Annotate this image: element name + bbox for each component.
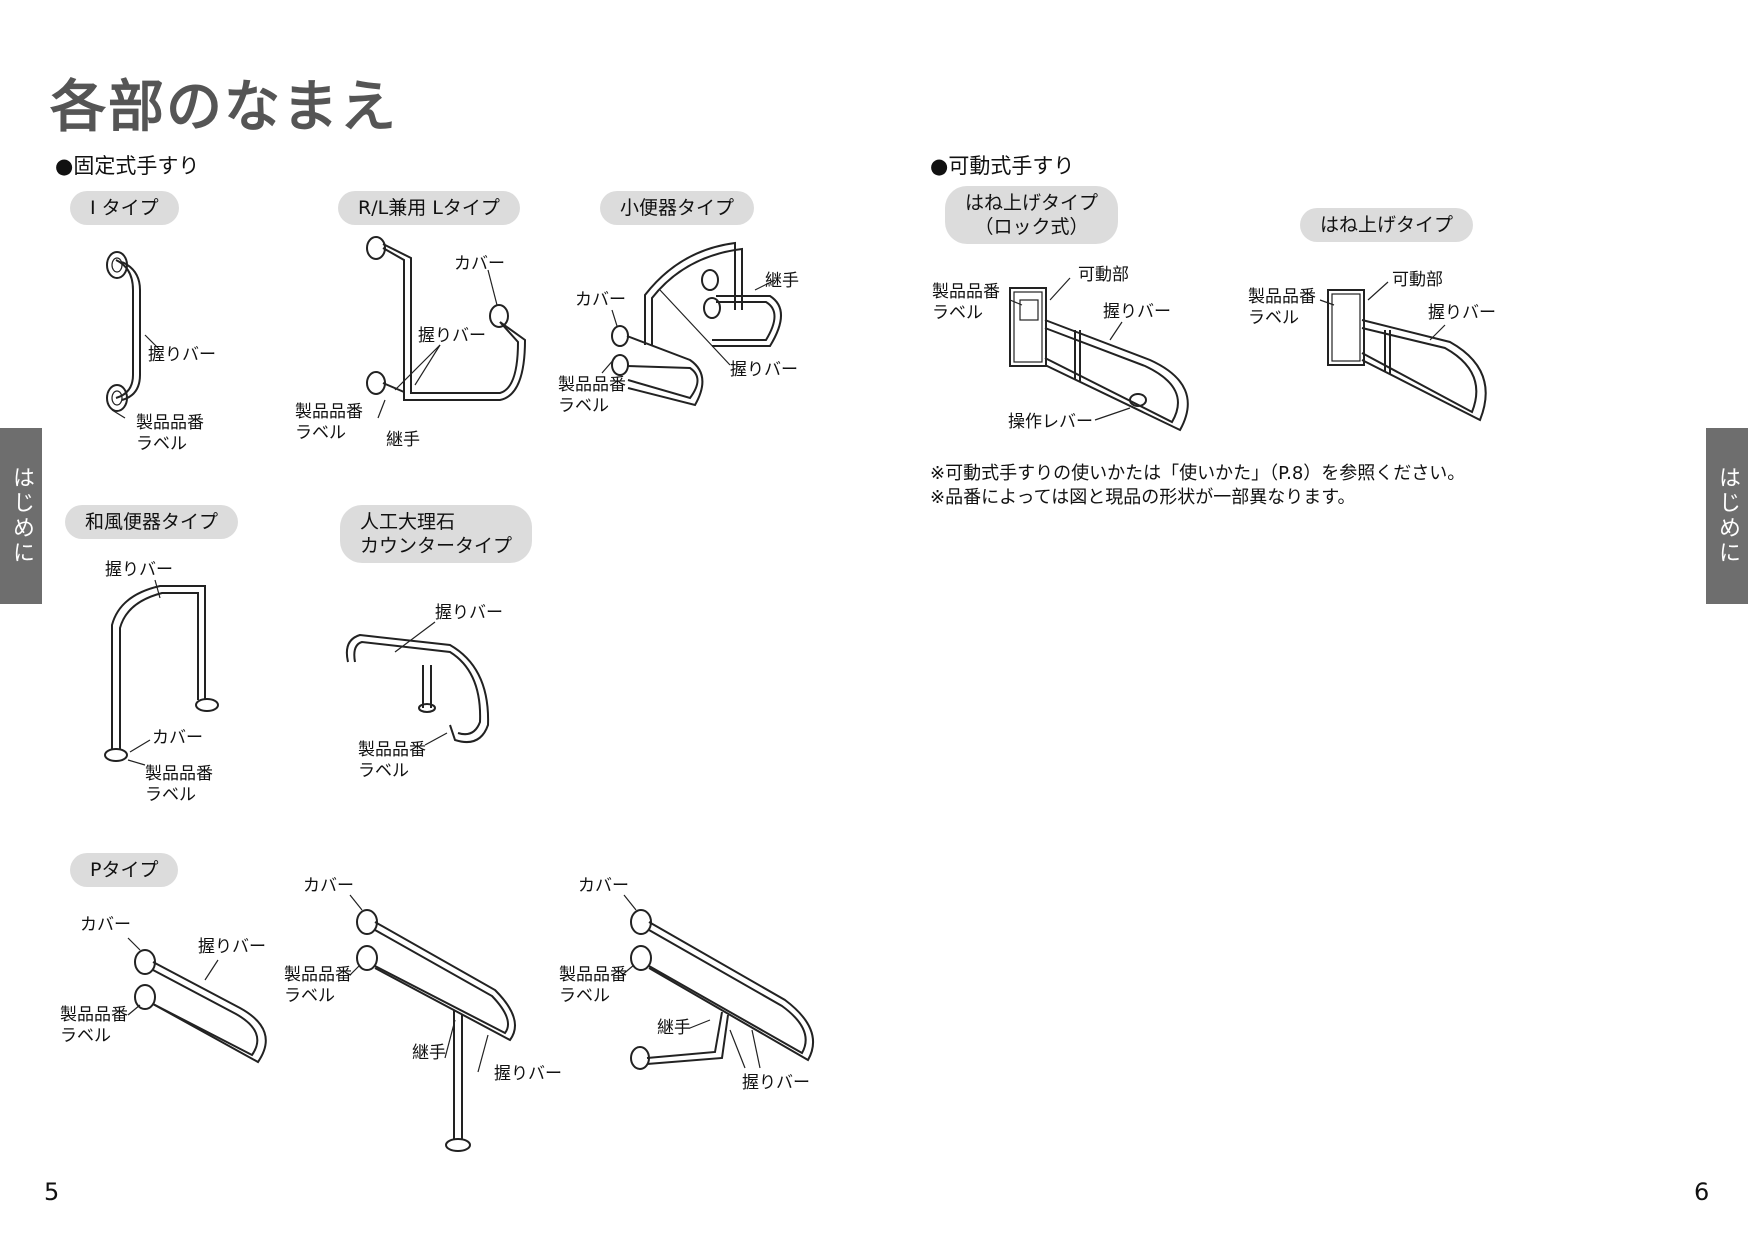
rl-cover-label: カバー (454, 254, 505, 274)
urinal-type-pill: 小便器タイプ (600, 191, 755, 225)
product-label-line2: ラベル (358, 761, 409, 781)
fixed-handrail-heading: ●固定式手すり (55, 154, 200, 178)
i-type-illustration (106, 251, 161, 419)
flip-lock-grip-bar-label: 握りバー (1103, 302, 1171, 322)
p3-cover-label: カバー (578, 876, 629, 896)
rl-product-label: 製品品番 ラベル (295, 402, 363, 444)
page-title: 各部のなまえ (50, 75, 398, 140)
urinal-product-label: 製品品番 ラベル (558, 375, 626, 417)
flip-lock-movable-label: 可動部 (1078, 265, 1129, 285)
p3-grip-bar-label: 握りバー (742, 1073, 810, 1093)
flip-grip-bar-label: 握りバー (1428, 303, 1496, 323)
p1-product-label: 製品品番 ラベル (60, 1005, 128, 1047)
counter-type-pill-line1: 人工大理石 (360, 511, 456, 533)
product-label-line1: 製品品番 (358, 740, 426, 760)
p-type-2-illustration (349, 894, 516, 1152)
flip-lock-product-label: 製品品番 ラベル (932, 282, 1000, 324)
product-label-line2: ラベル (295, 423, 346, 443)
counter-type-pill: 人工大理石 カウンタータイプ (340, 505, 533, 563)
urinal-type-illustration (601, 241, 782, 407)
flip-product-label: 製品品番 ラベル (1248, 287, 1316, 329)
p2-product-label: 製品品番 ラベル (284, 965, 352, 1007)
product-label-line1: 製品品番 (558, 375, 626, 395)
counter-product-label: 製品品番 ラベル (358, 740, 426, 782)
japanese-cover-label: カバー (152, 728, 203, 748)
rl-l-type-illustration (366, 236, 527, 419)
side-tab-right: はじめに (1706, 428, 1748, 604)
product-label-line1: 製品品番 (136, 413, 204, 433)
counter-grip-bar-label: 握りバー (435, 603, 503, 623)
product-label-line2: ラベル (284, 986, 335, 1006)
rl-joint-label: 継手 (386, 430, 420, 450)
product-label-line2: ラベル (1248, 308, 1299, 328)
movable-handrail-heading: ●可動式手すり (930, 154, 1075, 178)
product-label-line1: 製品品番 (932, 282, 1000, 302)
counter-type-illustration (345, 621, 490, 746)
flip-lock-pill-line2: （ロック式） (974, 216, 1089, 238)
japanese-type-pill: 和風便器タイプ (65, 505, 239, 539)
rl-l-type-pill: R/L兼用 Lタイプ (338, 191, 520, 225)
flip-lock-illustration (1009, 277, 1189, 432)
p2-joint-label: 継手 (412, 1043, 446, 1063)
product-label-line1: 製品品番 (60, 1005, 128, 1025)
urinal-grip-bar-label: 握りバー (730, 360, 798, 380)
japanese-type-illustration (104, 579, 219, 766)
flip-type-pill: はね上げタイプ (1300, 208, 1474, 242)
japanese-grip-bar-label: 握りバー (105, 560, 173, 580)
flip-movable-label: 可動部 (1392, 270, 1443, 290)
product-label-line1: 製品品番 (1248, 287, 1316, 307)
urinal-cover-label: カバー (575, 290, 626, 310)
i-type-pill: I タイプ (70, 191, 179, 225)
p1-cover-label: カバー (80, 915, 131, 935)
page-number-right: 6 (1694, 1178, 1710, 1206)
product-label-line1: 製品品番 (145, 764, 213, 784)
product-label-line1: 製品品番 (559, 965, 627, 985)
product-label-line2: ラベル (136, 434, 187, 454)
p-type-1-illustration (127, 937, 267, 1064)
p1-grip-bar-label: 握りバー (198, 937, 266, 957)
flip-lock-lever-label: 操作レバー (1008, 412, 1093, 432)
counter-type-pill-line2: カウンタータイプ (360, 535, 513, 557)
p-type-pill: Pタイプ (70, 853, 179, 887)
i-type-grip-bar-label: 握りバー (148, 345, 216, 365)
p3-product-label: 製品品番 ラベル (559, 965, 627, 1007)
shape-note: ※品番によっては図と現品の形状が一部異なります。 (930, 487, 1356, 508)
product-label-line2: ラベル (932, 303, 983, 323)
product-label-line1: 製品品番 (295, 402, 363, 422)
flip-lock-type-pill: はね上げタイプ （ロック式） (945, 186, 1119, 244)
p2-cover-label: カバー (303, 876, 354, 896)
product-label-line2: ラベル (559, 986, 610, 1006)
p3-joint-label: 継手 (657, 1018, 691, 1038)
p2-grip-bar-label: 握りバー (494, 1064, 562, 1084)
product-label-line2: ラベル (558, 396, 609, 416)
product-label-line2: ラベル (145, 785, 196, 805)
rl-grip-bar-label: 握りバー (418, 326, 486, 346)
p-type-3-illustration (621, 894, 814, 1070)
usage-note: ※可動式手すりの使いかたは「使いかた」（P.8）を参照ください。 (930, 463, 1466, 484)
side-tab-left: はじめに (0, 428, 42, 604)
product-label-line1: 製品品番 (284, 965, 352, 985)
flip-lock-pill-line1: はね上げタイプ (965, 192, 1099, 214)
flip-illustration (1319, 281, 1487, 422)
page-number-left: 5 (44, 1178, 60, 1206)
urinal-joint-label: 継手 (765, 271, 799, 291)
product-label-line2: ラベル (60, 1026, 111, 1046)
japanese-product-label: 製品品番 ラベル (145, 764, 213, 806)
i-type-product-label: 製品品番 ラベル (136, 413, 204, 455)
